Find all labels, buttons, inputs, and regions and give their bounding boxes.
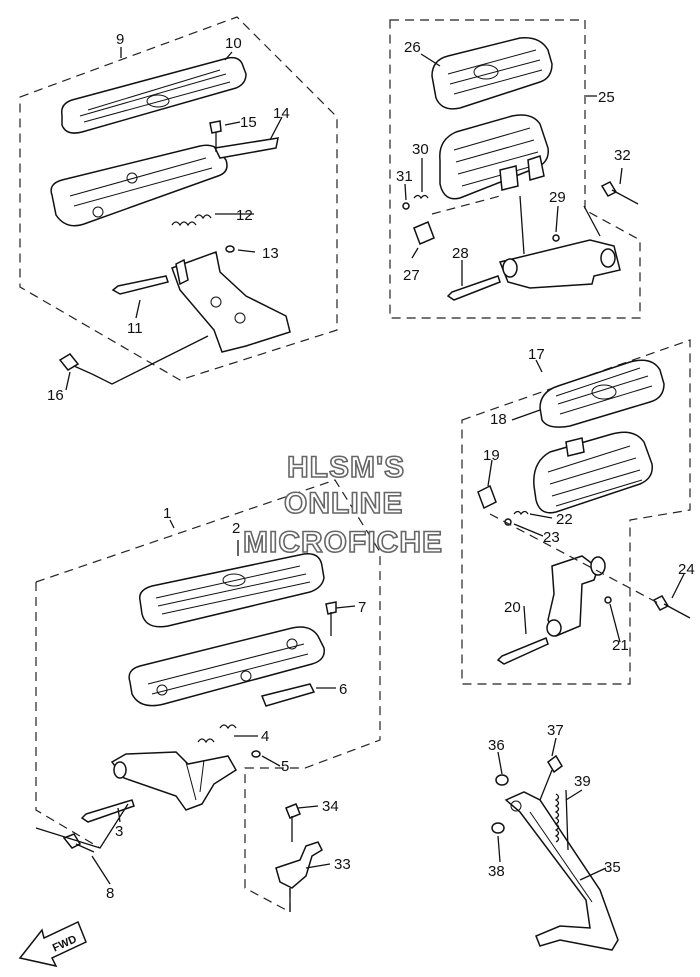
callout-15: 15: [240, 114, 257, 131]
callout-4: 4: [261, 728, 269, 745]
assembly-33-34: [275, 803, 331, 889]
watermark-line-2: ONLINE: [284, 487, 403, 520]
callout-2: 2: [232, 520, 240, 537]
watermark-line-3: MICROFICHE: [243, 526, 443, 559]
callout-14: 14: [273, 105, 290, 122]
watermark: HLSM'S ONLINE MICROFICHE: [242, 450, 443, 560]
callout-18: 18: [490, 411, 507, 428]
callout-16: 16: [47, 387, 64, 404]
part-callouts: 9 10 15 14 12 13 11 16 26 25 30 31 32 29…: [47, 31, 695, 902]
callout-8: 8: [106, 885, 114, 902]
callout-32: 32: [614, 147, 631, 164]
callout-9: 9: [116, 31, 124, 48]
callout-37: 37: [547, 722, 564, 739]
callout-5: 5: [281, 758, 289, 775]
callout-21: 21: [612, 637, 629, 654]
callout-25: 25: [598, 89, 615, 106]
callout-17: 17: [528, 346, 545, 363]
callout-11: 11: [127, 320, 143, 337]
callout-20: 20: [504, 599, 521, 616]
callout-38: 38: [488, 863, 505, 880]
callout-29: 29: [549, 189, 566, 206]
callout-26: 26: [404, 39, 421, 56]
callout-30: 30: [412, 141, 429, 158]
callout-24: 24: [678, 561, 695, 578]
callout-33: 33: [334, 856, 351, 873]
callout-10: 10: [225, 35, 242, 52]
callout-23: 23: [543, 529, 560, 546]
callout-3: 3: [115, 823, 123, 840]
callout-13: 13: [262, 245, 279, 262]
callout-1: 1: [163, 505, 171, 522]
callout-31: 31: [396, 168, 413, 185]
callout-35: 35: [604, 859, 621, 876]
watermark-line-1: HLSM'S: [287, 451, 405, 484]
callout-7: 7: [358, 599, 366, 616]
assembly-group-25: [389, 19, 641, 319]
callout-34: 34: [322, 798, 339, 815]
fwd-arrow-icon: FWD: [18, 920, 87, 968]
callout-27: 27: [403, 267, 420, 284]
callout-39: 39: [574, 773, 591, 790]
callout-28: 28: [452, 245, 469, 262]
assembly-group-17: [461, 339, 691, 685]
callout-22: 22: [556, 511, 573, 528]
callout-12: 12: [236, 207, 253, 224]
assembly-group-9: [19, 16, 338, 391]
callout-19: 19: [483, 447, 500, 464]
sidestand-assembly: [491, 737, 619, 951]
assembly-group-1: [35, 479, 381, 913]
callout-36: 36: [488, 737, 505, 754]
callout-6: 6: [339, 681, 347, 698]
